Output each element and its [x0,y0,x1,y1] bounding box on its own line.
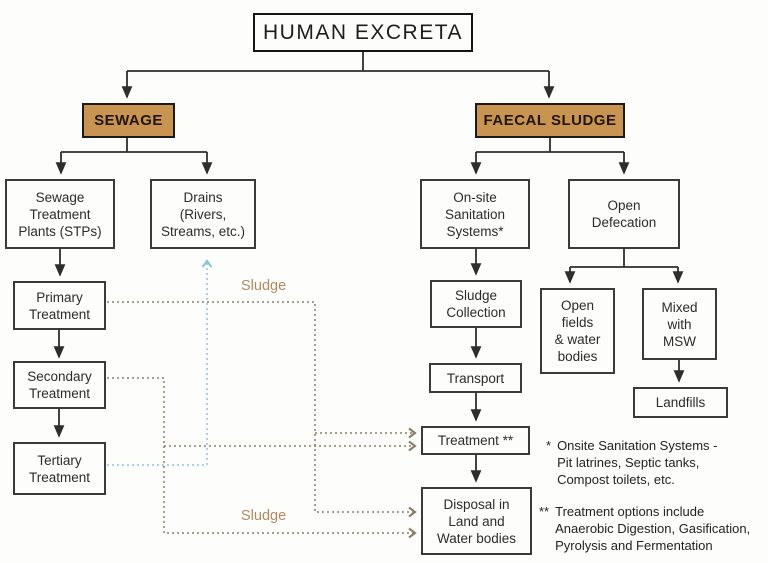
node-drains-label: Drains (Rivers, Streams, etc.) [160,189,246,239]
node-sewage: SEWAGE [82,103,175,138]
node-secondary-treatment-label: Secondary Treatment [27,369,92,401]
footnote-onsite-text: Onsite Sanitation Systems - Pit latrines… [557,438,718,487]
node-tertiary-treatment-label: Tertiary Treatment [28,452,91,485]
node-treatment-label: Treatment ** [437,433,514,448]
effluent-dashed-connectors [107,259,213,466]
node-stp: Sewage Treatment Plants (STPs) [5,179,115,249]
node-human-excreta-label: HUMAN EXCRETA [263,20,463,44]
solid-connectors [53,52,685,483]
node-primary-treatment: Primary Treatment [13,281,106,330]
footnote-onsite: * Onsite Sanitation Systems - Pit latrin… [546,437,761,488]
edge-tertiary-to-drains [107,259,213,466]
node-sludge-collection: Sludge Collection [430,280,522,328]
node-transport: Transport [429,363,522,393]
node-landfills-label: Landfills [655,395,706,410]
node-secondary-treatment: Secondary Treatment [13,361,106,409]
node-transport-label: Transport [446,370,505,386]
node-drains: Drains (Rivers, Streams, etc.) [150,179,256,249]
footnote-onsite-marker: * [546,438,552,453]
sludge-label-bottom: Sludge [241,508,287,524]
node-primary-treatment-label: Primary Treatment [28,289,91,322]
node-sludge-collection-label: Sludge Collection [446,288,506,320]
node-open-defecation: Open Defecation [568,179,680,249]
footnote-treatment-text: Treatment options include Anaerobic Dige… [555,504,751,553]
node-onsite-sanitation-label: On-site Sanitation Systems* [444,189,506,239]
node-open-fields: Open fields & water bodies [540,288,615,374]
node-faecal-sludge: FAECAL SLUDGE [475,103,625,138]
node-open-defecation-label: Open Defecation [591,198,657,230]
node-treatment: Treatment ** [421,426,530,455]
node-landfills: Landfills [633,387,728,418]
node-tertiary-treatment: Tertiary Treatment [13,442,106,495]
node-sewage-label: SEWAGE [94,112,163,129]
sludge-label-top: Sludge [241,278,287,294]
footnote-treatment: ** Treatment options include Anaerobic D… [539,503,763,554]
node-disposal: Disposal in Land and Water bodies [421,487,532,555]
node-faecal-sludge-label: FAECAL SLUDGE [483,112,617,129]
node-disposal-label: Disposal in Land and Water bodies [436,496,517,546]
node-mixed-msw-label: Mixed with MSW [661,299,698,349]
edge-primary-sludge-to-disposal [107,301,417,518]
node-mixed-msw: Mixed with MSW [642,288,717,360]
sludge-dashed-connectors [107,301,417,539]
node-open-fields-label: Open fields & water bodies [554,298,601,364]
footnote-treatment-marker: ** [539,504,550,519]
node-stp-label: Sewage Treatment Plants (STPs) [18,189,102,239]
node-onsite-sanitation: On-site Sanitation Systems* [420,179,530,249]
node-human-excreta: HUMAN EXCRETA [253,13,473,52]
